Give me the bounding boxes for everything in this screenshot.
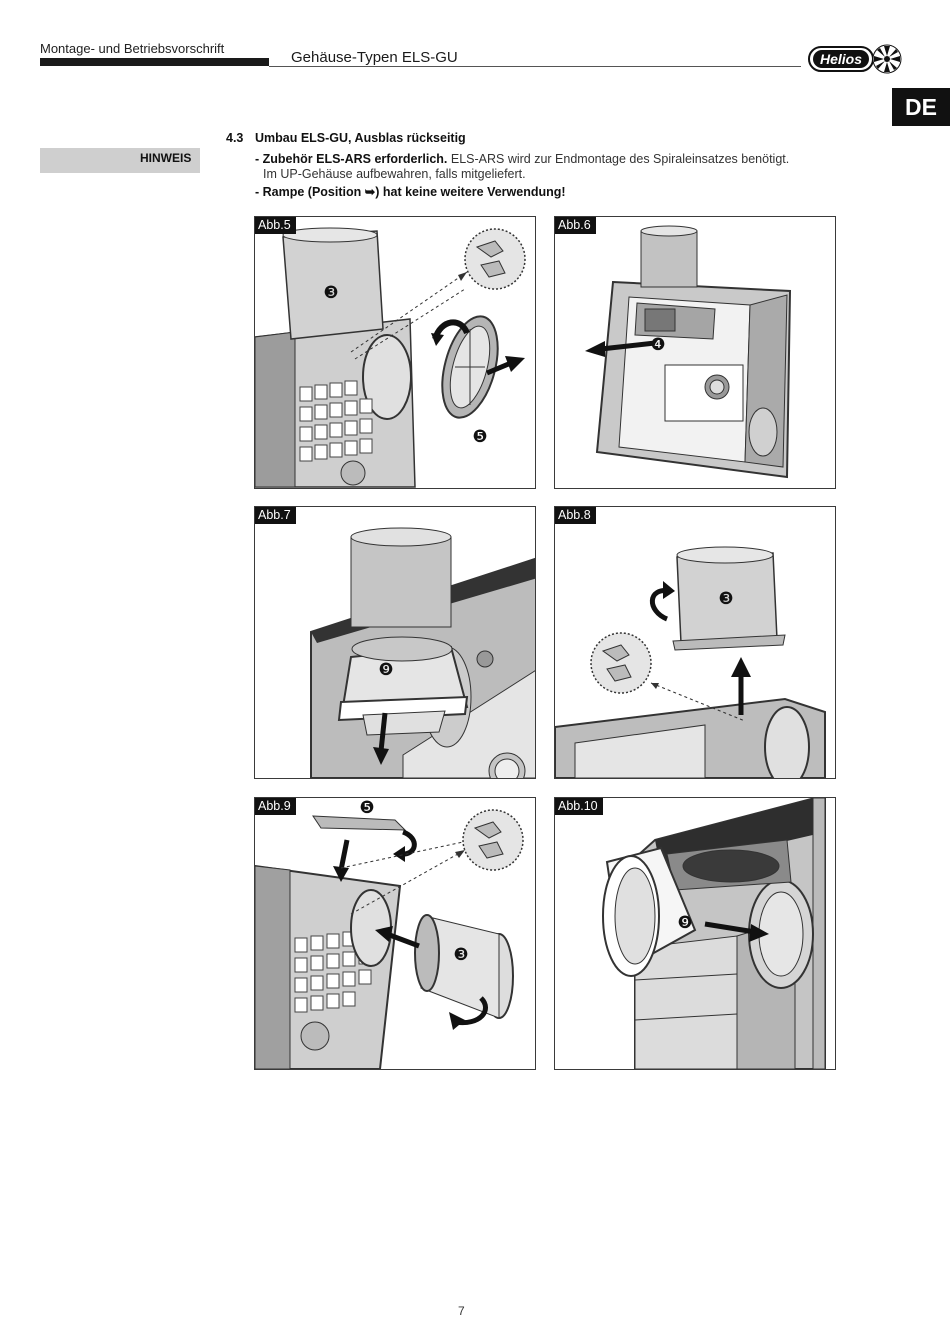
marker-3: ❸ [453,945,468,964]
figure-abb10-illustration: ❾ [602,798,826,1069]
page-title: Gehäuse-Typen ELS-GU [291,49,458,66]
figure-label: Abb.5 [255,217,296,234]
ramp-symbol: ➥ [364,185,376,199]
figure-label: Abb.9 [255,798,296,815]
figure-abb5-illustration: ❸ ❺ [255,227,526,488]
section-heading: 4.3 Umbau ELS-GU, Ausblas rückseitig [226,131,466,145]
marker-5: ❺ [472,427,487,446]
figure-abb9-illustration: ❺ ❸ [255,798,524,1069]
language-tab: DE [892,88,950,126]
brand-name: Helios [820,51,862,67]
figure-abb8: Abb.8 ❸ [554,506,836,779]
note-line-3-pre: - Rampe (Position [255,185,365,199]
figure-abb7: Abb.7 ❾ [254,506,536,779]
marker-9: ❾ [378,660,393,679]
figure-abb9: Abb.9 ❺ ❸ [254,797,536,1070]
marker-3: ❸ [718,589,733,608]
marker-3: ❸ [323,283,338,302]
note-line-1: - Zubehör ELS-ARS erforderlich. ELS-ARS … [255,152,789,166]
helios-logo: Helios [808,43,903,75]
figure-abb5: Abb.5 ❸ ❺ [254,216,536,489]
figure-label: Abb.6 [555,217,596,234]
figure-abb6-illustration: ❹ [585,225,792,479]
note-line-2: Im UP-Gehäuse aufbewahren, falls mitgeli… [263,167,526,181]
section-title: Umbau ELS-GU, Ausblas rückseitig [255,131,466,145]
figure-label: Abb.8 [555,507,596,524]
figure-label: Abb.10 [555,798,603,815]
note-line-1-rest: ELS-ARS wird zur Endmontage des Spiralei… [447,152,790,166]
figure-abb6: Abb.6 ❹ [554,216,836,489]
marker-4: ❹ [650,335,665,354]
figure-abb8-illustration: ❸ [555,546,826,778]
figure-abb7-illustration: ❾ [310,527,535,778]
note-line-1-bold: - Zubehör ELS-ARS erforderlich. [255,152,448,166]
figure-abb10: Abb.10 ❾ [554,797,836,1070]
marker-9: ❾ [677,913,692,932]
note-line-3: - Rampe (Position ➥) hat keine weitere V… [255,184,566,199]
figure-label: Abb.7 [255,507,296,524]
section-number: 4.3 [226,131,244,145]
document-type: Montage- und Betriebsvorschrift [40,41,225,56]
note-line-3-post: ) hat keine weitere Verwendung! [375,185,566,199]
header-rule [269,66,801,67]
note-box [40,148,200,173]
page-number: 7 [458,1304,465,1318]
marker-5: ❺ [359,798,374,817]
note-label: HINWEIS [140,151,192,165]
header-bar [40,58,269,66]
